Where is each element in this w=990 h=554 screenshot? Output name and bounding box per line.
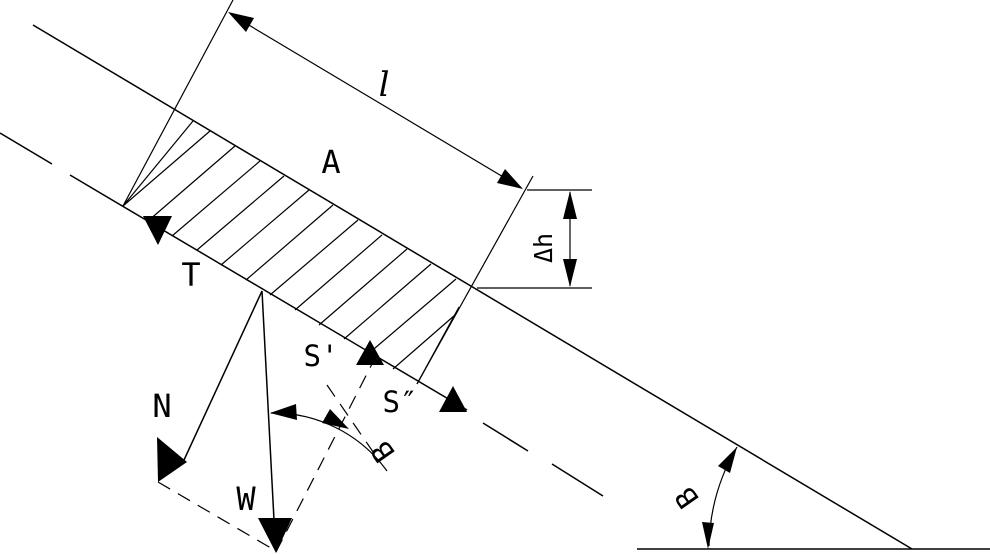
weight-force-line <box>261 290 275 521</box>
label-length: l <box>379 65 390 105</box>
label-angle-toe: B <box>668 481 706 515</box>
element-left-boundary <box>122 0 234 207</box>
tangential-force-arrow <box>143 216 172 245</box>
construction-dashed-line-apex <box>326 384 381 463</box>
hatch-line <box>196 175 285 251</box>
angle-arc-mid-arrow-right <box>322 409 349 429</box>
label-normal-force: N <box>152 387 171 425</box>
slip-plane-dash-right-1 <box>482 422 529 452</box>
hatch-line <box>269 219 359 296</box>
angle-arc-toe <box>702 446 738 549</box>
hatch-line <box>245 204 334 281</box>
label-tangential-force: T <box>181 256 200 294</box>
hatch-line <box>318 248 408 326</box>
element-hatching <box>122 120 460 385</box>
angle-arc-toe-arrow-bottom <box>702 522 714 549</box>
label-thickness: Δh <box>529 233 558 263</box>
normal-force-line <box>183 290 263 461</box>
length-dimension <box>228 12 523 189</box>
hatch-line <box>171 160 261 237</box>
label-shear-lower: S″ <box>383 385 418 419</box>
slip-plane-line <box>69 174 468 411</box>
label-shear-upper: S' <box>304 339 339 373</box>
construction-dashed-line-right <box>275 359 375 553</box>
weight-force-arrow <box>258 518 292 553</box>
hatch-line <box>294 234 383 311</box>
shear-upper-arrow <box>356 340 384 365</box>
hatch-line <box>122 130 211 207</box>
hatch-line <box>343 263 432 340</box>
length-dim-line <box>231 14 521 188</box>
label-angle-mid: B <box>364 435 402 469</box>
thickness-dimension <box>477 189 592 289</box>
normal-force-arrow <box>157 437 187 482</box>
length-dim-arrow-right <box>497 169 523 189</box>
slip-plane-dash-left <box>0 132 53 165</box>
shear-lower-arrow <box>439 386 467 412</box>
ground-surface-line <box>32 24 913 550</box>
label-area: A <box>321 143 340 181</box>
angle-arc-toe-arrow-top <box>718 447 737 473</box>
hatch-line <box>122 120 194 207</box>
hatch-line <box>147 145 236 222</box>
force-vectors <box>143 216 467 553</box>
hatch-line <box>416 306 460 385</box>
hatch-line <box>367 278 457 355</box>
hatch-line <box>220 189 310 266</box>
thickness-arrow-bottom <box>563 259 577 287</box>
hatch-line <box>392 314 456 370</box>
angle-arc-mid <box>270 404 388 472</box>
angle-arc-mid-arrow-left <box>270 404 297 420</box>
slip-plane-dash-right-2 <box>551 463 604 497</box>
label-weight-force: W <box>236 480 256 518</box>
length-dim-arrow-left <box>228 12 254 32</box>
construction-dashed-line-bottom <box>157 481 277 552</box>
thickness-arrow-top <box>563 191 577 219</box>
